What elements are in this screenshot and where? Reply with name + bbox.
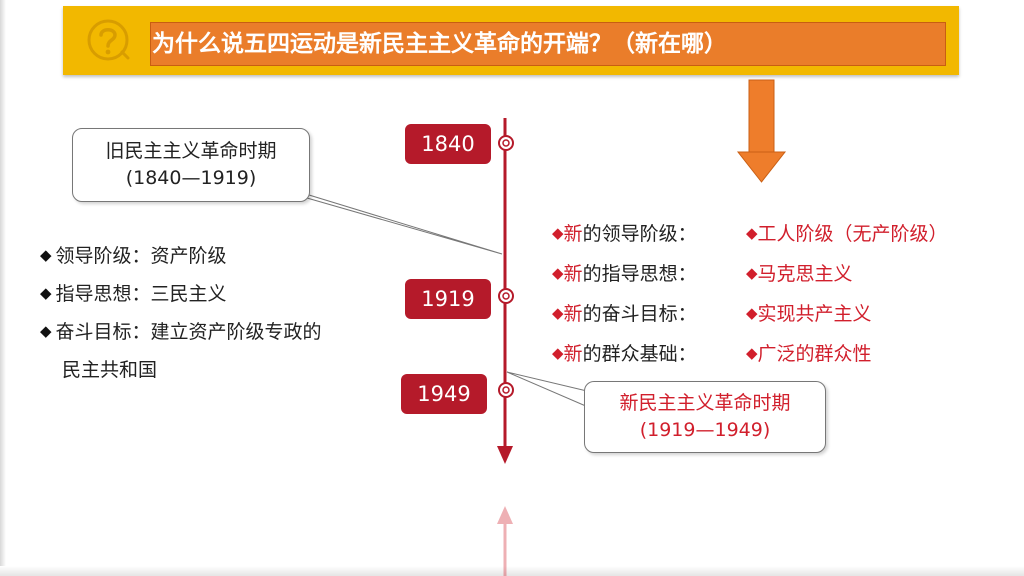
slide-bottom-edge xyxy=(0,566,1024,576)
timeline-arrowhead xyxy=(497,446,513,464)
title-box xyxy=(150,22,946,66)
diamond-bullet-icon: ◆ xyxy=(552,264,564,282)
diamond-bullet-icon: ◆ xyxy=(40,246,52,264)
new-period-pointer xyxy=(506,371,609,411)
new-period-range: (1919—1949) xyxy=(639,419,771,441)
list-item: ◆指导思想：三民主义 xyxy=(40,283,227,305)
feature-answer: 工人阶级（无产阶级） xyxy=(757,223,948,245)
marker-1840-icon xyxy=(498,135,514,151)
feature-answer: 马克思主义 xyxy=(757,263,853,285)
new-period-name: 新民主主义革命时期 xyxy=(619,392,791,414)
new-period-callout: 新民主主义革命时期 (1919—1949) xyxy=(584,381,826,453)
down-arrow-icon xyxy=(736,79,787,183)
question-circle-icon xyxy=(87,19,130,61)
year-tag-1949: 1949 xyxy=(401,374,487,414)
old-period-range: (1840—1919) xyxy=(125,167,257,189)
new-period-features: ◆新的领导阶级： ◆工人阶级（无产阶级） ◆新的指导思想： ◆马克思主义 ◆新的… xyxy=(552,214,948,374)
list-item: ◆领导阶级：资产阶级 xyxy=(40,245,227,267)
marker-1919-icon xyxy=(498,288,514,304)
list-item: ◆奋斗目标：建立资产阶级专政的 xyxy=(40,321,322,343)
year-tag-1919: 1919 xyxy=(405,279,491,319)
old-period-name: 旧民主主义革命时期 xyxy=(105,140,277,162)
list-item-continuation: 民主共和国 xyxy=(62,359,158,381)
slide-left-edge xyxy=(0,0,6,576)
marker-1949-icon xyxy=(498,382,514,398)
diamond-bullet-icon: ◆ xyxy=(746,264,758,282)
list-item: ◆新的领导阶级： ◆工人阶级（无产阶级） xyxy=(552,223,948,245)
old-period-pointer xyxy=(259,179,503,255)
diamond-bullet-icon: ◆ xyxy=(746,304,758,322)
year-tag-1840: 1840 xyxy=(405,124,491,164)
old-period-callout: 旧民主主义革命时期 (1840—1919) xyxy=(72,128,310,202)
faded-up-arrow-icon xyxy=(497,506,513,576)
diamond-bullet-icon: ◆ xyxy=(746,344,758,362)
diamond-bullet-icon: ◆ xyxy=(552,344,564,362)
slide-title: 为什么说五四运动是新民主主义革命的开端？（新在哪） xyxy=(152,31,727,57)
list-item: ◆新的群众基础： ◆广泛的群众性 xyxy=(552,343,872,365)
diamond-bullet-icon: ◆ xyxy=(746,224,758,242)
diamond-bullet-icon: ◆ xyxy=(40,322,52,340)
diamond-bullet-icon: ◆ xyxy=(552,304,564,322)
diamond-bullet-icon: ◆ xyxy=(40,284,52,302)
diamond-bullet-icon: ◆ xyxy=(552,224,564,242)
list-item: ◆新的奋斗目标： ◆实现共产主义 xyxy=(552,303,872,325)
old-period-features: ◆领导阶级：资产阶级 ◆指导思想：三民主义 ◆奋斗目标：建立资产阶级专政的 民主… xyxy=(40,238,400,389)
feature-answer: 广泛的群众性 xyxy=(757,343,872,365)
list-item: ◆新的指导思想： ◆马克思主义 xyxy=(552,263,853,285)
feature-answer: 实现共产主义 xyxy=(757,303,872,325)
